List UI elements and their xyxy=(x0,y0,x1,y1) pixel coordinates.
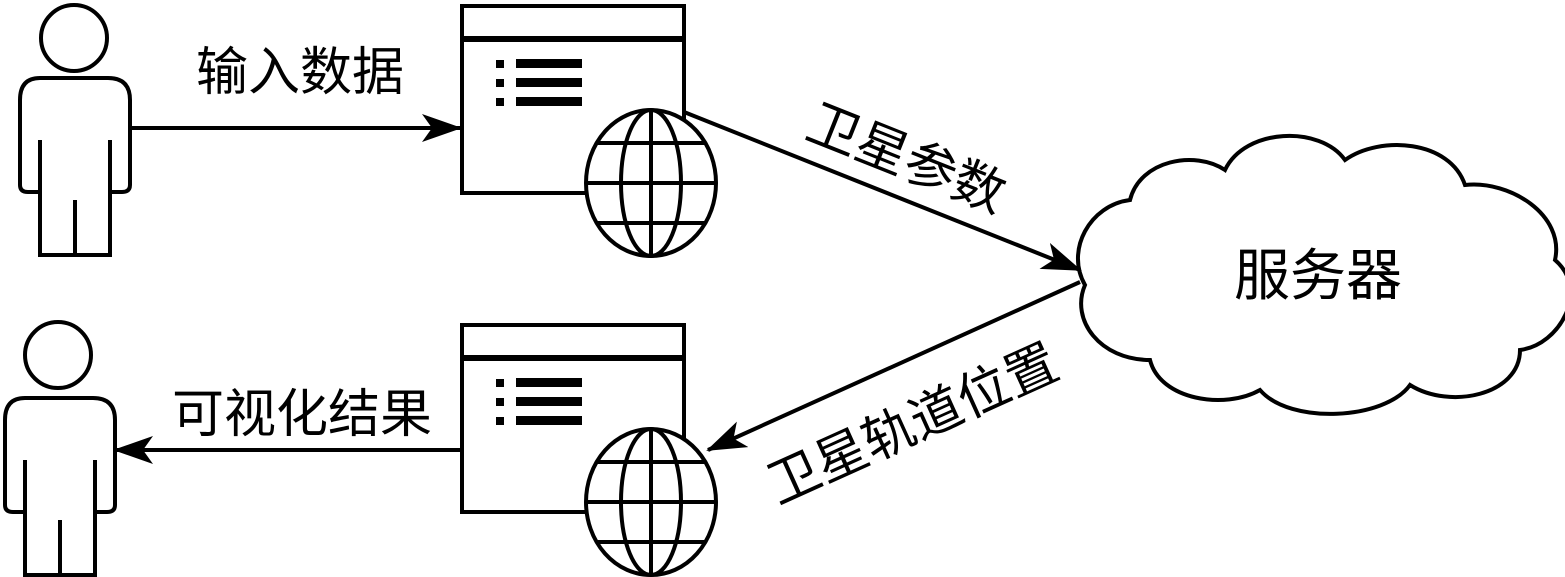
arrow-satellite-params xyxy=(683,110,1082,272)
label-orbit-position: 卫星轨道位置 xyxy=(758,333,1067,516)
cloud-icon xyxy=(1075,133,1565,416)
globe-icon xyxy=(584,427,718,577)
label-server: 服务器 xyxy=(1234,244,1402,309)
person-icon xyxy=(18,3,132,257)
label-visual-result: 可视化结果 xyxy=(172,385,432,445)
person-icon xyxy=(2,320,117,577)
label-input-data: 输入数据 xyxy=(196,43,404,103)
globe-icon xyxy=(584,108,718,258)
arrow-orbit-position xyxy=(706,280,1081,452)
label-satellite-params: 卫星参数 xyxy=(799,93,1014,226)
